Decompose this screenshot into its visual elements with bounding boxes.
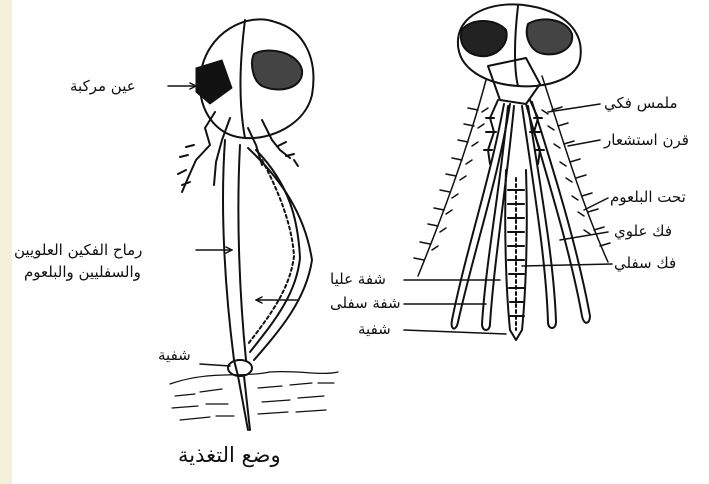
label-stylets-line2: والسفليين والبلعوم: [24, 263, 141, 281]
label-right-labellum: شفية: [358, 320, 391, 338]
left-labellum: [228, 360, 252, 376]
skin-surface: [170, 372, 338, 420]
label-labrum: شفة عليا: [330, 270, 386, 288]
right-stylets: [452, 102, 590, 330]
label-hypopharynx: تحت البلعوم: [610, 188, 686, 206]
right-compound-eye-1: [461, 21, 507, 56]
right-labium: [505, 170, 527, 340]
label-stylets-line1: رماح الفكين العلويين: [14, 241, 142, 259]
left-compound-eye-2: [252, 51, 302, 90]
label-antenna: قرن استشعار: [604, 131, 689, 149]
left-stylets: [223, 140, 238, 376]
label-mandible: فك علوي: [614, 222, 672, 240]
left-leader-lines: [168, 83, 298, 366]
caption-feeding-position: وضع التغذية: [178, 442, 281, 468]
label-maxilla: فك سفلي: [614, 254, 676, 272]
right-compound-eye-2: [527, 19, 572, 54]
label-left-labellum: شفية: [158, 346, 191, 364]
label-compound-eye: عين مركبة: [70, 77, 136, 95]
right-clypeus: [488, 58, 540, 104]
label-labium: شفة سفلى: [330, 294, 401, 312]
label-maxillary-palp: ملمس فكي: [604, 94, 678, 112]
